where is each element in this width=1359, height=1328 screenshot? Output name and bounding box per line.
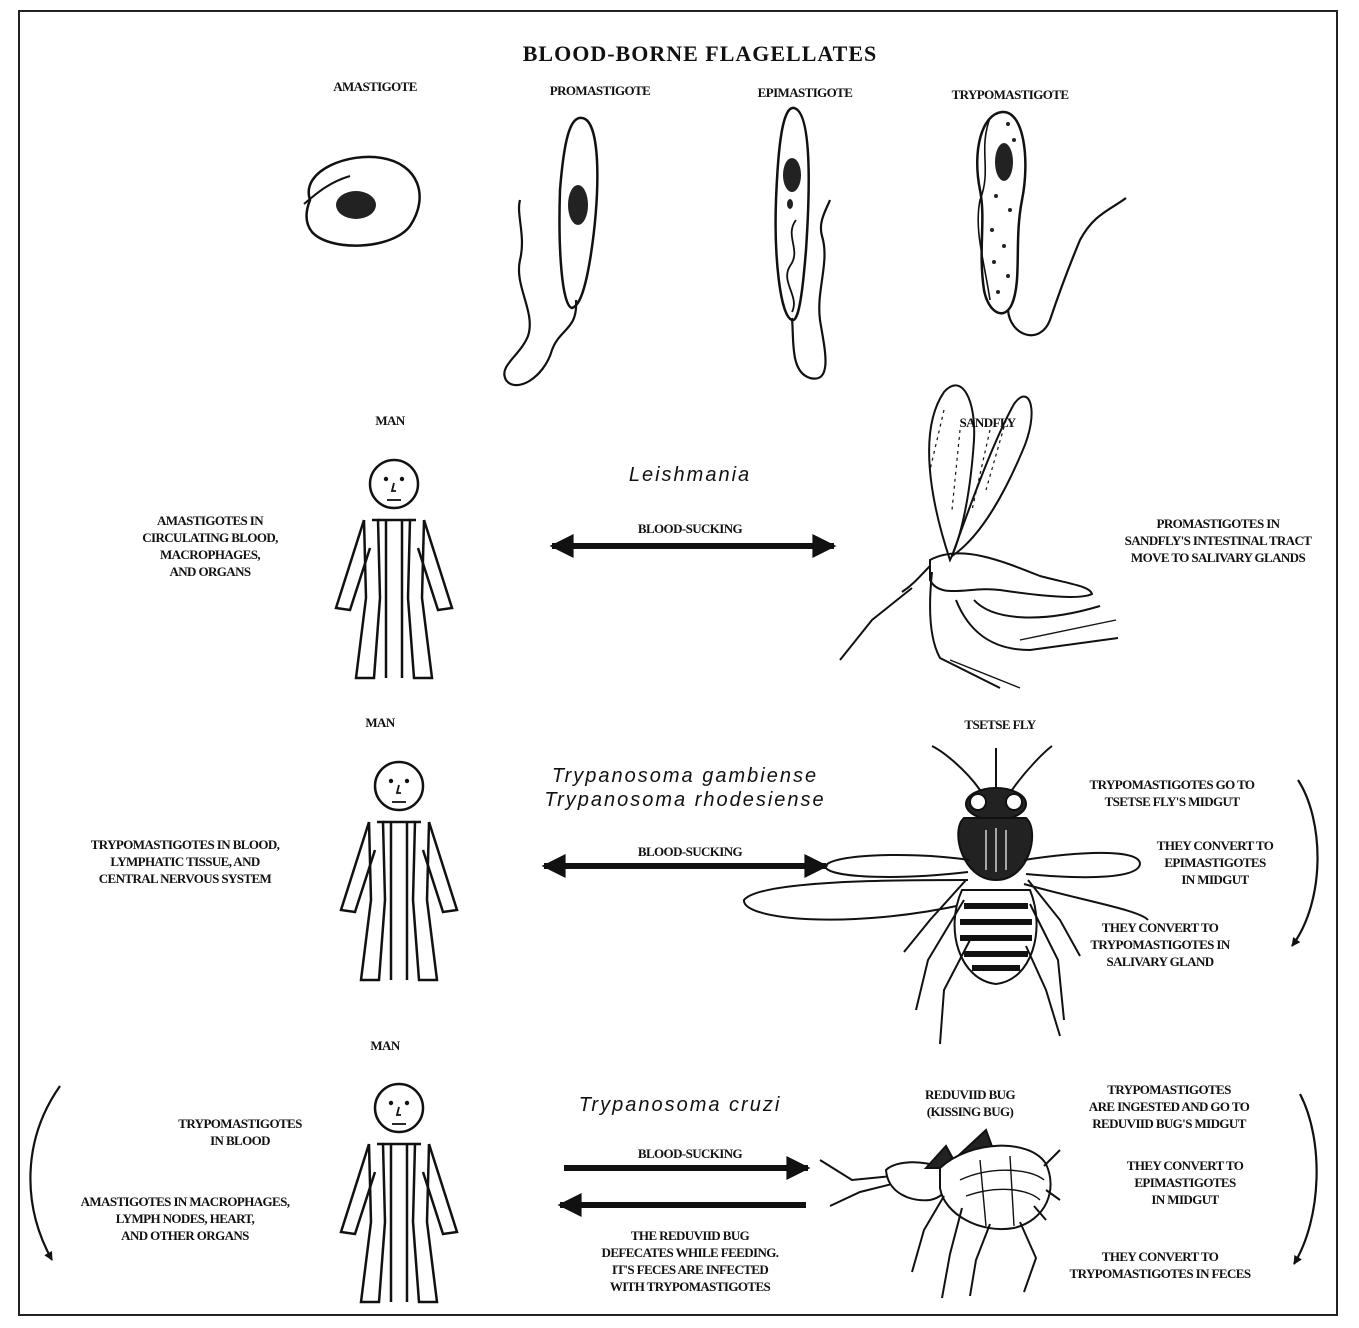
- reduviid-note-feces: THEY CONVERT TO TRYPOMASTIGOTES IN FECES: [1050, 1248, 1270, 1282]
- leishmania-host-label: MAN: [350, 412, 430, 429]
- african-host-note: TRYPOMASTIGOTES IN BLOOD, LYMPHATIC TISS…: [60, 836, 310, 887]
- label-promastigote: PROMASTIGOTE: [525, 82, 675, 99]
- cruzi-host-label: MAN: [345, 1037, 425, 1054]
- african-host-label: MAN: [340, 714, 420, 731]
- reduviid-bug-illustration: [820, 1130, 1060, 1298]
- leishmania-transmission: BLOOD-SUCKING: [610, 520, 770, 537]
- leishmania-host-note: AMASTIGOTES IN CIRCULATING BLOOD, MACROP…: [110, 512, 310, 580]
- reduviid-note-midgut: TRYPOMASTIGOTES ARE INGESTED AND GO TO R…: [1064, 1081, 1274, 1132]
- trypomastigote-illustration: [977, 112, 1126, 335]
- sandfly-label: SANDFLY: [940, 414, 1035, 431]
- african-species-2: Trypanosoma rhodesiense: [535, 788, 835, 812]
- leishmania-species: Leishmania: [590, 463, 790, 487]
- epimastigote-illustration: [776, 108, 830, 379]
- tsetse-note-salivary: THEY CONVERT TO TRYPOMASTIGOTES IN SALIV…: [1070, 919, 1250, 970]
- reduviid-note-epimastigotes: THEY CONVERT TO EPIMASTIGOTES IN MIDGUT: [1100, 1157, 1270, 1208]
- cruzi-feces-note: THE REDUVIID BUG DEFECATES WHILE FEEDING…: [570, 1227, 810, 1295]
- cruzi-species: Trypanosoma cruzi: [560, 1093, 800, 1117]
- african-species-1: Trypanosoma gambiense: [540, 764, 830, 788]
- cruzi-host-note-blood: TRYPOMASTIGOTES IN BLOOD: [160, 1115, 320, 1149]
- cruzi-host-note-tissues: AMASTIGOTES IN MACROPHAGES, LYMPH NODES,…: [55, 1193, 315, 1244]
- label-trypomastigote: TRYPOMASTIGOTE: [930, 86, 1090, 103]
- label-epimastigote: EPIMASTIGOTE: [735, 84, 875, 101]
- promastigote-illustration: [504, 118, 597, 385]
- amastigote-illustration: [304, 157, 420, 246]
- sandfly-note: PROMASTIGOTES IN SANDFLY'S INTESTINAL TR…: [1098, 515, 1338, 566]
- cruzi-transmission: BLOOD-SUCKING: [610, 1145, 770, 1162]
- man-figure-african: [341, 762, 457, 980]
- diagram-title: BLOOD-BORNE FLAGELLATES: [500, 41, 900, 67]
- tsetse-note-midgut: TRYPOMASTIGOTES GO TO TSETSE FLY'S MIDGU…: [1072, 776, 1272, 810]
- african-transmission: BLOOD-SUCKING: [610, 843, 770, 860]
- man-figure-cruzi: [341, 1084, 457, 1302]
- reduviid-bug-label: REDUVIID BUG (KISSING BUG): [905, 1086, 1035, 1120]
- label-amastigote: AMASTIGOTE: [310, 78, 440, 95]
- tsetse-note-epimastigotes: THEY CONVERT TO EPIMASTIGOTES IN MIDGUT: [1130, 837, 1300, 888]
- cruzi-vector-cycle-bracket: [1294, 1094, 1317, 1264]
- tsetse-fly-label: TSETSE FLY: [950, 716, 1050, 733]
- man-figure-leishmania: [336, 460, 452, 678]
